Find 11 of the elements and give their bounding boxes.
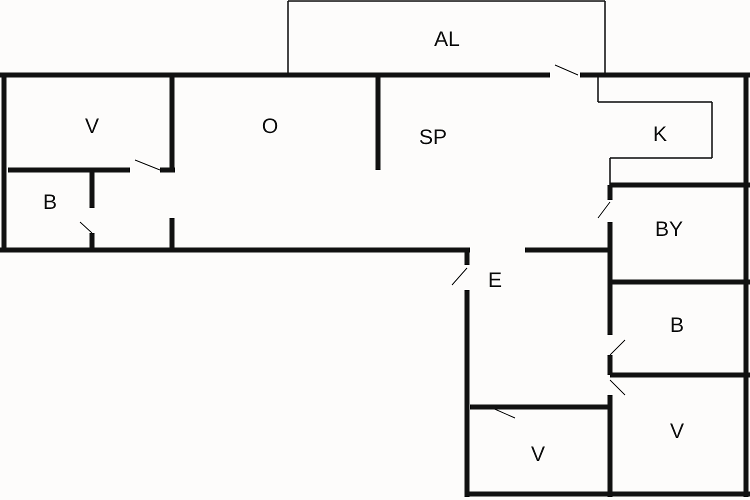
room-label: B bbox=[670, 314, 684, 338]
room-label: BY bbox=[655, 218, 683, 242]
room-label: V bbox=[670, 420, 684, 444]
room-label: K bbox=[653, 123, 667, 147]
room-label: B bbox=[43, 191, 57, 215]
room-label: E bbox=[488, 269, 502, 293]
room-label: AL bbox=[434, 28, 460, 52]
room-label: SP bbox=[419, 126, 447, 150]
room-label: V bbox=[85, 115, 99, 139]
room-label: V bbox=[531, 443, 545, 467]
room-label: O bbox=[262, 115, 278, 139]
